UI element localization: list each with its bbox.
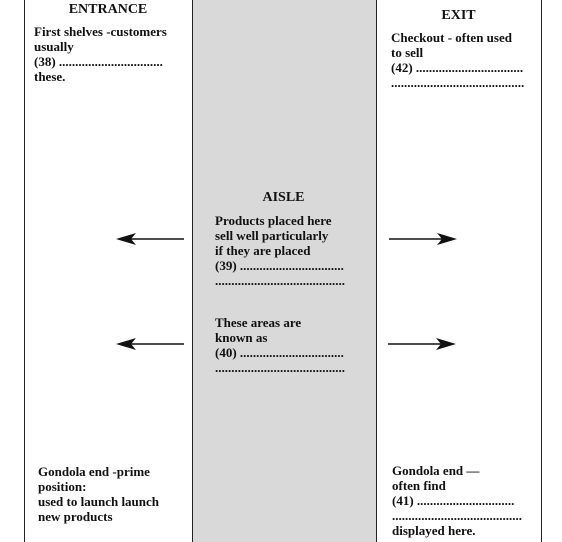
aisle-block-top: Products placed here sell well particula… (215, 213, 345, 288)
gondola-left-line: new products (38, 509, 113, 524)
gondola-right-line: often find (392, 478, 446, 493)
exit-column (376, 0, 542, 542)
exit-line: Checkout - often used (391, 30, 512, 45)
exit-line: ........................................… (391, 75, 525, 90)
arrow-right-icon (388, 338, 456, 350)
question-42-blank: (42) ................................. (391, 60, 524, 75)
exit-heading: EXIT (441, 8, 476, 23)
gondola-left-line: position: (38, 479, 87, 494)
entrance-line: First shelves -customers (34, 24, 167, 39)
question-40-blank: (40) ................................ (215, 345, 344, 360)
exit-line: to sell (391, 45, 424, 60)
gondola-left-text: Gondola end -prime position: used to lau… (38, 464, 159, 524)
aisle-line: known as (215, 330, 268, 345)
aisle-block-bottom: These areas are known as (40) ..........… (215, 315, 345, 375)
arrow-right-icon (389, 233, 457, 245)
exit-text: Checkout - often used to sell (42) .....… (391, 30, 524, 90)
entrance-line: these. (34, 69, 66, 84)
aisle-line: ........................................ (215, 273, 345, 288)
question-41-blank: (41) .............................. (392, 493, 515, 508)
question-39-blank: (39) ................................ (215, 258, 344, 273)
aisle-line: Products placed here (215, 213, 332, 228)
arrow-left-icon (116, 338, 184, 350)
aisle-line: if they are placed (215, 243, 311, 258)
entrance-heading: ENTRANCE (68, 2, 148, 17)
aisle-column (192, 0, 377, 542)
aisle-line: sell well particularly (215, 228, 329, 243)
aisle-line: These areas are (215, 315, 302, 330)
gondola-left-line: used to launch launch (38, 494, 160, 509)
entrance-line: usually (34, 39, 74, 54)
aisle-line: ........................................ (215, 360, 345, 375)
question-38-blank: (38) ................................ (34, 54, 163, 69)
arrow-left-icon (116, 233, 184, 245)
entrance-text: First shelves -customers usually (38) ..… (34, 24, 167, 84)
gondola-left-line: Gondola end -prime (38, 464, 150, 479)
entrance-column (24, 0, 193, 542)
gondola-right-line: displayed here. (392, 523, 476, 538)
aisle-heading: AISLE (262, 190, 305, 205)
gondola-right-text: Gondola end — often find (41) ..........… (392, 463, 522, 538)
gondola-right-line: Gondola end — (392, 463, 480, 478)
gondola-right-line: ........................................ (392, 508, 522, 523)
